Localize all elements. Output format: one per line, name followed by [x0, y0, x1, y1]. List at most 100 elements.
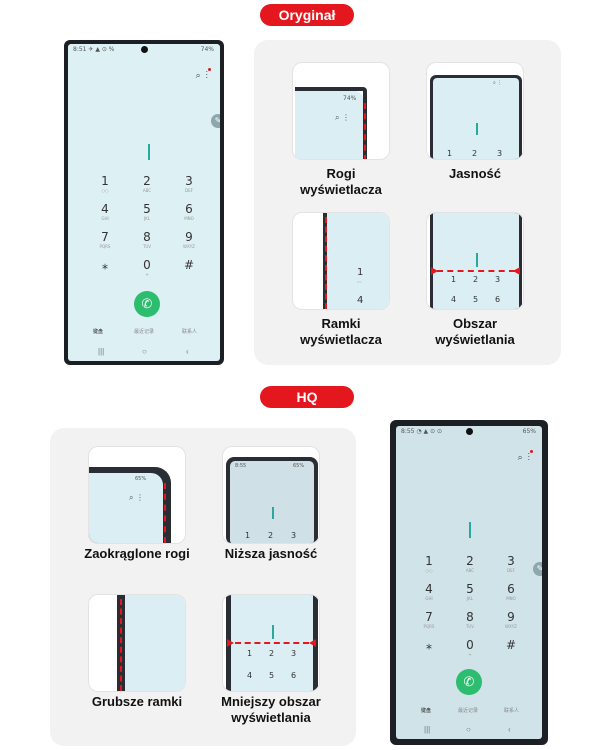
dial-key-letters: JKL	[466, 596, 474, 601]
dial-key-digit: 8	[143, 230, 151, 244]
dial-key[interactable]: 1○○	[417, 554, 441, 573]
dial-key[interactable]: 0+	[135, 258, 159, 277]
dial-key-letters: +	[145, 272, 149, 277]
key-6: 6	[495, 295, 501, 304]
tab-contacts[interactable]: 联系人	[182, 329, 198, 335]
dial-key[interactable]: 1○○	[93, 174, 117, 193]
dial-key-letters: WXYZ	[183, 244, 195, 249]
thumb-corners: 74% ⌕ ⋮	[292, 62, 390, 160]
dial-key-letters: MNO	[184, 216, 194, 221]
input-cursor	[148, 144, 150, 160]
dial-key-digit: 6	[507, 582, 515, 596]
battery-level: 65%	[135, 476, 147, 482]
battery-level: 65%	[522, 428, 536, 435]
home-button[interactable]: ○	[466, 725, 471, 734]
key-4: 4	[247, 671, 253, 680]
dial-key-digit: #	[183, 258, 195, 272]
dial-key-letters: ○○	[425, 568, 433, 573]
dial-key-letters: DEF	[507, 568, 515, 573]
caption-smaller-area: Mniejszy obszar wyświetlania	[221, 694, 321, 725]
dial-key-letters: PQRS	[99, 244, 111, 249]
dial-key[interactable]: ⁎	[93, 258, 117, 272]
key-1: 1	[247, 649, 253, 658]
back-button[interactable]: ‹	[508, 725, 511, 734]
thumb-bezels: 1 ○○ 4	[292, 212, 390, 310]
caption-brightness: Jasność	[448, 166, 502, 181]
key-2: 2	[269, 649, 275, 658]
dial-key-digit: 1	[425, 554, 433, 568]
recent-apps-button[interactable]: |||	[424, 725, 431, 734]
dial-key-digit: 4	[425, 582, 433, 596]
dial-key-digit: 5	[143, 202, 151, 216]
dial-key-letters: MNO	[506, 596, 516, 601]
key-4: 4	[357, 295, 364, 306]
search-icon[interactable]: ⌕	[195, 70, 201, 80]
dial-key-digit: 7	[101, 230, 109, 244]
key-3: 3	[291, 531, 297, 540]
dial-key-letters: GHI	[101, 216, 109, 221]
phone-icon[interactable]: ✆	[456, 669, 482, 695]
tab-keypad[interactable]: 键盘	[421, 708, 432, 714]
key-1: 1	[451, 275, 457, 284]
battery-level: 74%	[343, 95, 357, 102]
home-button[interactable]: ○	[142, 347, 147, 356]
dial-key[interactable]: #	[499, 638, 523, 652]
dial-key-digit: 5	[466, 582, 474, 596]
dial-key[interactable]: 0+	[458, 638, 482, 657]
dial-key-letters: DEF	[185, 188, 193, 193]
front-camera	[140, 46, 148, 53]
phone-icon[interactable]: ✆	[134, 291, 160, 317]
dial-key-letters: ABC	[142, 188, 152, 193]
dial-key-letters: ○○	[101, 188, 109, 193]
thumb-area: 1 2 3 4 5 6	[426, 212, 524, 310]
more-vert-icon[interactable]: ⋮	[527, 452, 530, 462]
recent-apps-button[interactable]: |||	[98, 347, 105, 356]
dial-key-digit: 1	[101, 174, 109, 188]
tab-recents[interactable]: 最近记录	[134, 329, 155, 335]
thumb-lower-brightness: 8:55 65% 1 2 3	[222, 446, 320, 544]
pencil-icon[interactable]: ✎	[211, 114, 220, 128]
dial-key-digit: ⁎	[102, 258, 108, 272]
pencil-icon[interactable]: ✎	[533, 562, 542, 576]
tab-keypad[interactable]: 键盘	[93, 329, 104, 335]
dial-key-digit: 3	[185, 174, 193, 188]
more-vert-icon[interactable]: ⋮	[205, 70, 208, 80]
search-icon[interactable]: ⌕	[517, 452, 523, 462]
dial-key-digit: #	[505, 638, 517, 652]
key-2: 2	[473, 275, 479, 284]
dial-key-digit: ⁎	[426, 638, 432, 652]
key-1-sub: ○○	[357, 279, 362, 284]
back-button[interactable]: ‹	[186, 347, 189, 356]
key-4: 4	[451, 295, 457, 304]
dial-key[interactable]: ⁎	[417, 638, 441, 652]
dial-key-letters: ABC	[465, 568, 475, 573]
status-icons: ◔ ▲ ⊙ ⊙	[416, 428, 443, 435]
dial-key-letters: TUV	[465, 624, 475, 629]
caption-thicker-bezels: Grubsze ramki	[91, 694, 183, 709]
status-time: 8:55	[401, 428, 415, 435]
tab-contacts[interactable]: 联系人	[504, 708, 520, 714]
dial-key[interactable]: #	[177, 258, 201, 272]
caption-corners: Rogi wyświetlacza	[300, 166, 382, 197]
tab-recents[interactable]: 最近记录	[458, 708, 479, 714]
dial-key-letters: PQRS	[423, 624, 435, 629]
key-5: 5	[269, 671, 275, 680]
